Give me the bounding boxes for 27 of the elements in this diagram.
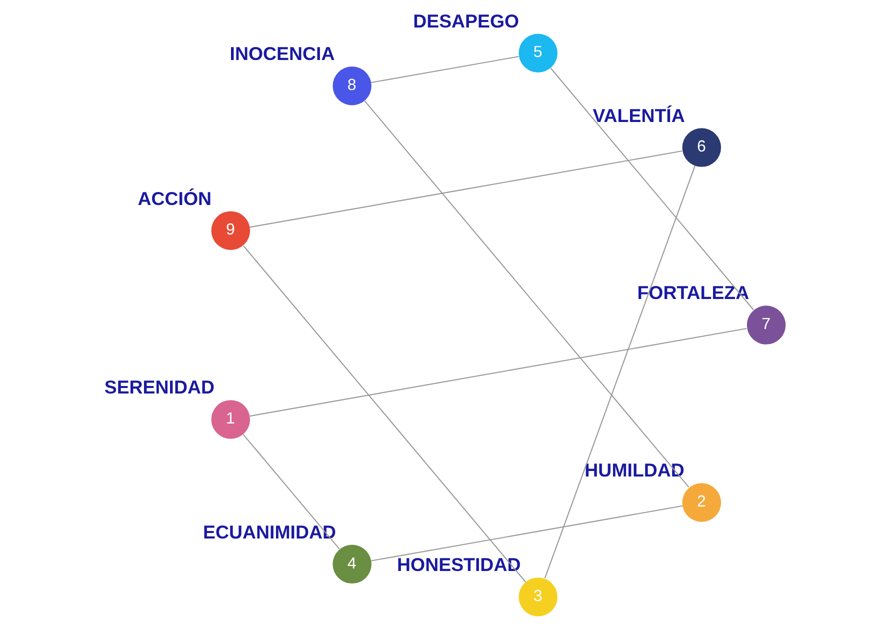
node-circle: 8 — [332, 66, 372, 106]
connector — [550, 68, 754, 310]
node-label: HUMILDAD — [584, 460, 684, 481]
node-circle: 2 — [682, 483, 722, 522]
node-label: ACCIÓN — [138, 188, 212, 209]
node-label: HONESTIDAD — [397, 554, 521, 576]
node-label: INOCENCIA — [230, 43, 335, 64]
connector — [371, 505, 683, 562]
node-circle: 3 — [518, 578, 558, 616]
node-label: SERENIDAD — [104, 376, 215, 398]
connector — [242, 434, 340, 550]
node-label: FORTALEZA — [637, 282, 750, 304]
connector — [371, 56, 519, 84]
node-label: DESAPEGO — [413, 10, 520, 32]
connector — [544, 166, 696, 578]
node-circle: 7 — [746, 306, 786, 344]
node-circle: 6 — [682, 128, 722, 167]
node-circle: 5 — [518, 34, 558, 72]
node-circle: 4 — [332, 544, 372, 584]
connector — [243, 246, 526, 582]
connector — [250, 150, 682, 228]
node-label: ECUANIMIDAD — [203, 521, 336, 542]
node-label: VALENTÍA — [592, 104, 685, 126]
node-circle: 9 — [211, 211, 250, 250]
connector — [250, 328, 747, 417]
connector — [364, 100, 690, 488]
node-circle: 1 — [211, 400, 250, 439]
